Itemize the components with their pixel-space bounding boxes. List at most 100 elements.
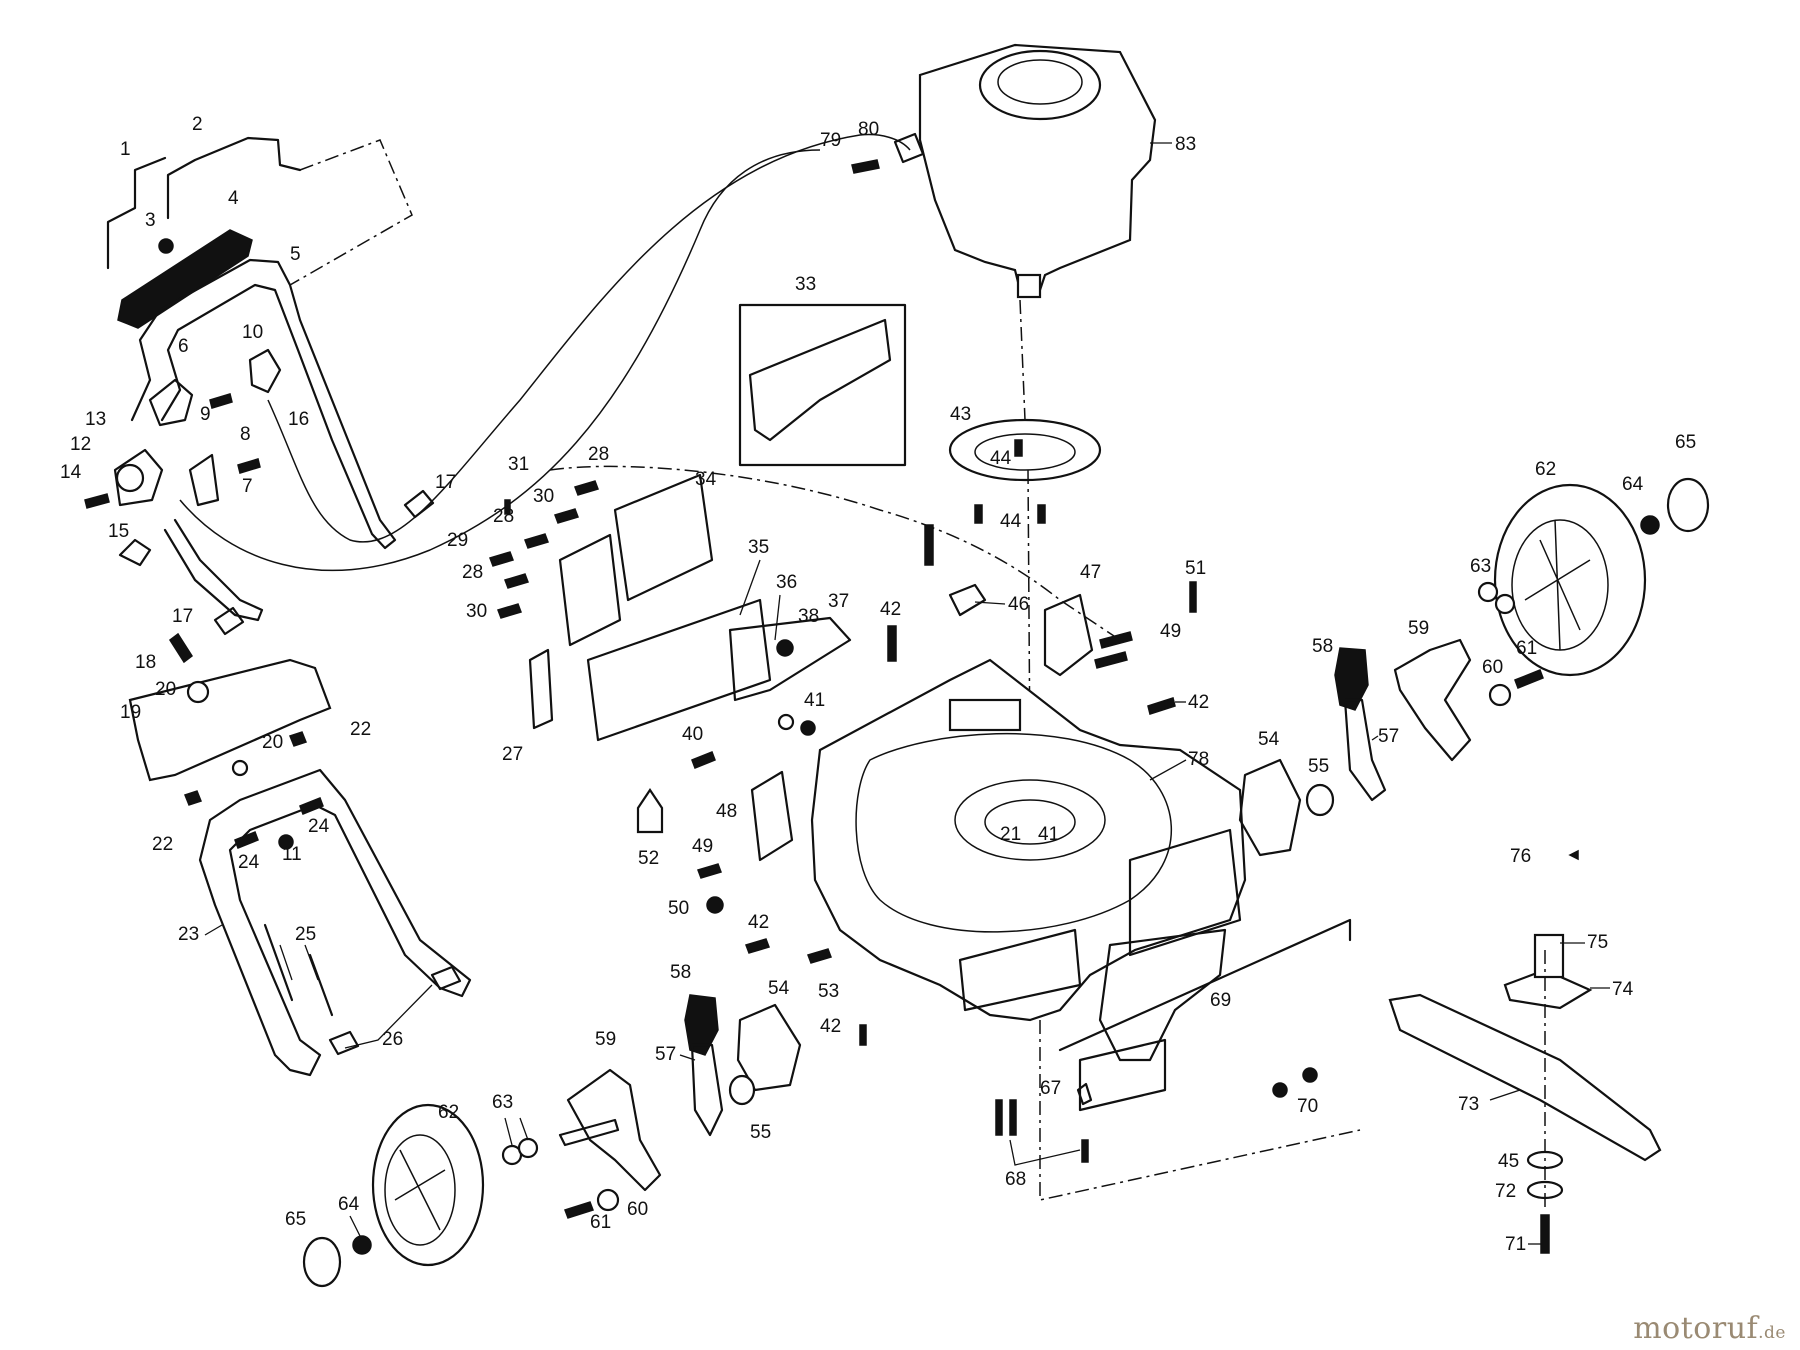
- callout-68: 68: [1005, 1169, 1026, 1190]
- callout-28b: 28: [493, 506, 514, 527]
- lever-part-7: [188, 453, 220, 507]
- leader-57r: [1371, 735, 1379, 741]
- callout-73: 73: [1458, 1094, 1479, 1115]
- bracket-part-13: [113, 448, 164, 507]
- callout-15: 15: [108, 521, 129, 542]
- engine-group: [738, 43, 1157, 761]
- blade-part-73: [1388, 993, 1662, 1162]
- bushing-part-55l: [728, 1074, 756, 1106]
- callout-54: 54: [1258, 729, 1280, 750]
- callout-27: 27: [502, 744, 523, 765]
- callout-30b: 30: [466, 601, 487, 622]
- grass-deflector-part: [748, 318, 892, 442]
- callout-4: 4: [228, 188, 239, 209]
- callout-44b: 44: [1000, 511, 1022, 532]
- bracket-part-48: [750, 770, 794, 862]
- bolt-part-66: [924, 524, 934, 566]
- callout-64: 64: [1622, 474, 1644, 495]
- key-part-44a: [1014, 439, 1023, 457]
- cable-clip-part-17b: [213, 606, 245, 636]
- callout-17b: 17: [172, 606, 193, 627]
- bracket-part-46: [948, 583, 987, 617]
- callout-6: 6: [178, 336, 189, 357]
- cable-part-2: [166, 136, 302, 220]
- key-part-44c: [1037, 504, 1046, 524]
- callout-36: 36: [776, 572, 797, 593]
- clip-part-67: [1076, 1082, 1093, 1106]
- bolt-part-71: [1540, 1214, 1550, 1254]
- grip-part-58r: [1334, 647, 1369, 711]
- left-wheel-group: [302, 994, 802, 1288]
- callout-49: 49: [1160, 621, 1181, 642]
- deck-block: [948, 698, 1022, 732]
- callout-9: 9: [200, 404, 211, 425]
- callout-22b: 22: [152, 834, 173, 855]
- deck-hole-inner: [984, 799, 1076, 845]
- callout-57b: 57: [655, 1044, 676, 1065]
- right-wheel-group: [1238, 477, 1710, 861]
- cover-part-37: [728, 616, 852, 702]
- bracket-part-26a: [328, 1030, 360, 1056]
- deck-hole: [954, 779, 1106, 861]
- dashed-deck-outline: [549, 465, 1121, 641]
- bolt-part-42a: [887, 625, 897, 662]
- callout-54b: 54: [768, 978, 790, 999]
- callout-37: 37: [828, 591, 849, 612]
- screw-part-22: [289, 731, 307, 747]
- callout-55: 55: [1308, 756, 1329, 777]
- leader-73: [1489, 1089, 1521, 1101]
- bolt-part-30b: [497, 603, 522, 619]
- axle-bracket-part-59l: [566, 1068, 662, 1192]
- callout-61: 61: [1516, 638, 1537, 659]
- bolt-part-68c: [1081, 1139, 1089, 1163]
- callout-29: 29: [447, 530, 468, 551]
- plate-part-34: [613, 473, 714, 602]
- washer-part-60l: [596, 1188, 620, 1212]
- bolt-part-14: [84, 493, 110, 509]
- bolt-part-18: [168, 632, 194, 664]
- control-cable-16b: [179, 149, 821, 572]
- nut-part-38: [776, 639, 794, 657]
- bolt-part-31: [504, 499, 511, 515]
- bolt-part-24a: [234, 831, 259, 849]
- bracket-part-80: [893, 132, 925, 164]
- lever-part-57l: [690, 1043, 724, 1137]
- callout-13: 13: [85, 409, 106, 430]
- callout-21: 21: [1000, 824, 1021, 845]
- nut-part-11b: [800, 720, 816, 736]
- washer-part-60r: [1488, 683, 1512, 707]
- leader-46: [974, 601, 1006, 605]
- bolt-part-49b: [1094, 651, 1128, 669]
- callout-28: 28: [588, 444, 609, 465]
- callout-50: 50: [668, 898, 689, 919]
- callout-67: 67: [1040, 1078, 1061, 1099]
- bolt-part-68a: [995, 1099, 1003, 1136]
- bolt-part-49c: [697, 863, 722, 879]
- nut-part-64r: [1640, 515, 1660, 535]
- callout-75: 75: [1587, 932, 1608, 953]
- bracket-group: [489, 465, 1121, 769]
- wheel-part-62l: [371, 1103, 485, 1267]
- callout-60: 60: [1482, 657, 1503, 678]
- callout-22: 22: [350, 719, 371, 740]
- callout-26: 26: [382, 1029, 403, 1050]
- cap-part-52: [636, 788, 664, 834]
- plate-part-54r: [1238, 758, 1302, 857]
- callout-74: 74: [1612, 979, 1634, 1000]
- ring-part-43: [948, 418, 1102, 482]
- bolt-part-61r: [1514, 669, 1544, 689]
- cable-clip-part-17: [403, 489, 435, 519]
- watermark-brand: motoruf: [1633, 1311, 1759, 1346]
- callout-64b: 64: [338, 1194, 360, 1215]
- callout-65: 65: [1675, 432, 1696, 453]
- callout-42: 42: [880, 599, 901, 620]
- callout-2: 2: [192, 114, 203, 135]
- callout-69: 69: [1210, 990, 1231, 1011]
- deck-discharge: [1128, 828, 1242, 957]
- engine-flywheel-inner: [997, 59, 1083, 105]
- callout-63b: 63: [492, 1092, 513, 1113]
- callout-41b: 41: [1038, 824, 1059, 845]
- small-part-76: [1568, 849, 1579, 861]
- plate-part-35: [586, 598, 772, 742]
- screw-part-22b: [184, 790, 202, 806]
